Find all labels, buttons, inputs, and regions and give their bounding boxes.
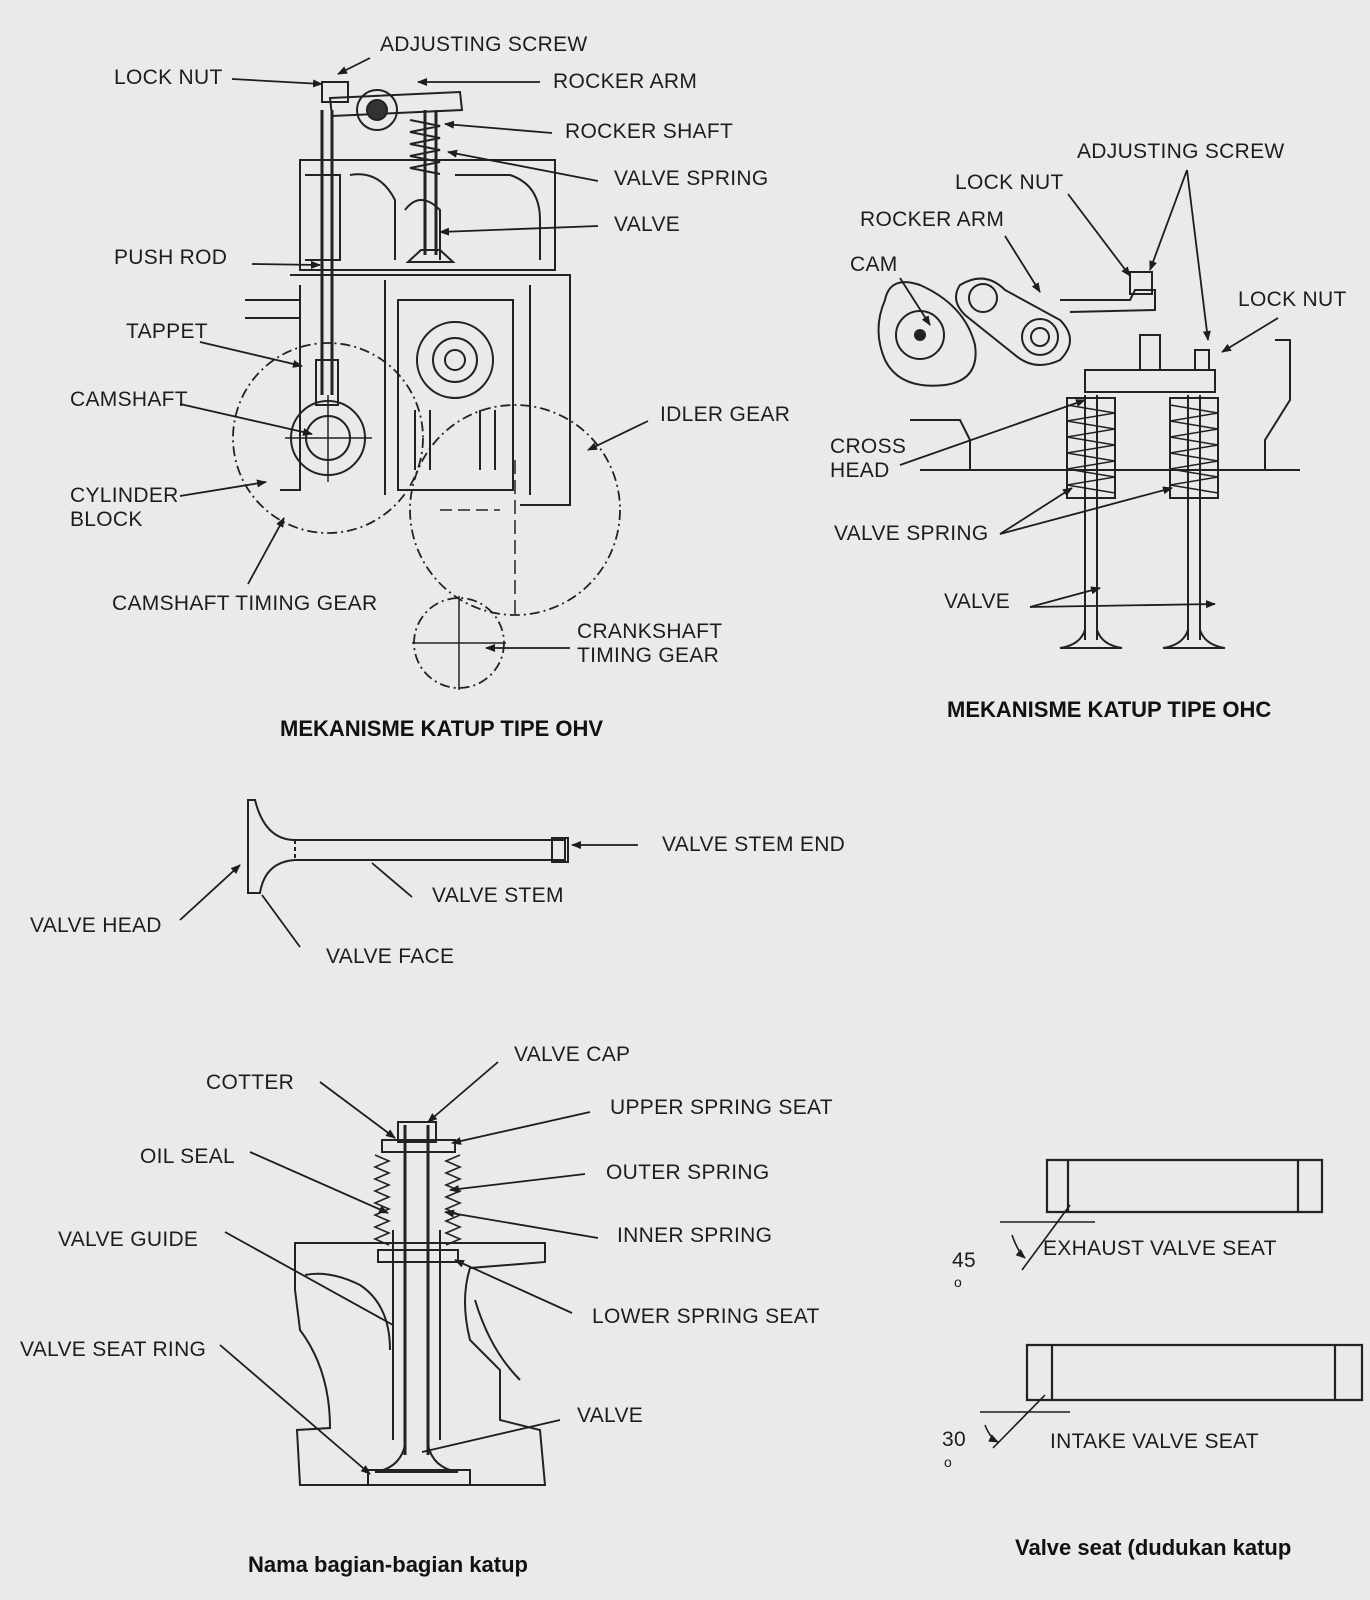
label-ohc-cross-head: CROSS HEAD bbox=[830, 435, 906, 483]
caption-valve-seat: Valve seat (dudukan katup bbox=[1015, 1535, 1292, 1560]
label-intake-angle: 30 bbox=[942, 1428, 966, 1451]
ohc-drawing bbox=[877, 271, 1300, 649]
label-ohv-valve: VALVE bbox=[614, 213, 681, 236]
label-valve-face: VALVE FACE bbox=[326, 945, 455, 968]
label-valve-cap: VALVE CAP bbox=[514, 1043, 631, 1066]
ohc-leader-lines bbox=[899, 169, 1279, 609]
label-upper-spring-seat: UPPER SPRING SEAT bbox=[610, 1096, 833, 1119]
label-ohv-crankshaft-timing-gear: CRANKSHAFT TIMING GEAR bbox=[577, 620, 722, 668]
label-exhaust-angle: 45 bbox=[952, 1249, 976, 1272]
valve-side-drawing bbox=[247, 799, 569, 894]
label-lower-spring-seat: LOWER SPRING SEAT bbox=[592, 1305, 820, 1328]
label-ohv-idler-gear: IDLER GEAR bbox=[660, 403, 791, 426]
label-valve-stem-end: VALVE STEM END bbox=[662, 833, 846, 856]
label-ohc-adjusting-screw: ADJUSTING SCREW bbox=[1077, 140, 1285, 163]
valve-assembly-drawing bbox=[294, 1121, 547, 1486]
label-ohc-rocker-arm: ROCKER ARM bbox=[860, 208, 1005, 231]
label-ohc-cross-head-line2: HEAD bbox=[830, 459, 890, 482]
label-valve-seat-ring: VALVE SEAT RING bbox=[20, 1338, 207, 1361]
label-ohv-rocker-shaft: ROCKER SHAFT bbox=[565, 120, 734, 143]
label-ohc-cross-head-line1: CROSS bbox=[830, 435, 907, 458]
valve-seat-drawings bbox=[1025, 1158, 1364, 1402]
label-ohv-lock-nut: LOCK NUT bbox=[114, 66, 223, 89]
label-outer-spring: OUTER SPRING bbox=[606, 1161, 770, 1184]
label-ohv-push-rod: PUSH ROD bbox=[114, 246, 228, 269]
label-ohc-cam: CAM bbox=[850, 253, 898, 276]
label-cotter: COTTER bbox=[206, 1071, 295, 1094]
label-ohv-adjusting-screw: ADJUSTING SCREW bbox=[380, 33, 588, 56]
label-ohv-cylinder-block: CYLINDER BLOCK bbox=[70, 484, 179, 532]
label-ohc-lock-nut-top: LOCK NUT bbox=[955, 171, 1064, 194]
label-ohv-crankshaft-timing-gear-line1: CRANKSHAFT bbox=[577, 620, 723, 643]
label-assembly-valve: VALVE bbox=[577, 1404, 644, 1427]
valve-seat-angle-lines bbox=[980, 1204, 1095, 1449]
label-oil-seal: OIL SEAL bbox=[140, 1145, 236, 1168]
label-ohv-tappet: TAPPET bbox=[126, 320, 208, 343]
caption-valve-assembly: Nama bagian-bagian katup bbox=[248, 1552, 528, 1577]
label-ohv-cylinder-block-line1: CYLINDER bbox=[70, 484, 179, 507]
valve-assembly-leader-lines bbox=[219, 1061, 599, 1475]
label-ohc-lock-nut-right: LOCK NUT bbox=[1238, 288, 1347, 311]
ohv-leader-lines bbox=[179, 57, 649, 652]
ohv-engine-drawing bbox=[232, 81, 621, 690]
label-ohc-valve-spring: VALVE SPRING bbox=[834, 522, 989, 545]
label-ohv-cylinder-block-line2: BLOCK bbox=[70, 508, 143, 531]
caption-ohc: MEKANISME KATUP TIPE OHC bbox=[947, 697, 1272, 722]
valve-side-leader-lines bbox=[179, 841, 638, 948]
label-valve-stem: VALVE STEM bbox=[432, 884, 564, 907]
label-intake-valve-seat: INTAKE VALVE SEAT bbox=[1050, 1430, 1259, 1453]
label-inner-spring: INNER SPRING bbox=[617, 1224, 773, 1247]
label-ohv-rocker-arm: ROCKER ARM bbox=[553, 70, 698, 93]
label-ohc-valve: VALVE bbox=[944, 590, 1011, 613]
label-ohv-crankshaft-timing-gear-line2: TIMING GEAR bbox=[577, 644, 720, 667]
label-ohv-valve-spring: VALVE SPRING bbox=[614, 167, 769, 190]
label-valve-head: VALVE HEAD bbox=[30, 914, 162, 937]
label-valve-guide: VALVE GUIDE bbox=[58, 1228, 199, 1251]
label-ohv-camshaft: CAMSHAFT bbox=[70, 388, 188, 411]
caption-ohv: MEKANISME KATUP TIPE OHV bbox=[280, 716, 604, 741]
label-intake-angle-unit: o bbox=[944, 1454, 953, 1470]
label-ohv-camshaft-timing-gear: CAMSHAFT TIMING GEAR bbox=[112, 592, 378, 615]
label-exhaust-angle-unit: o bbox=[954, 1274, 963, 1290]
label-exhaust-valve-seat: EXHAUST VALVE SEAT bbox=[1043, 1237, 1277, 1260]
